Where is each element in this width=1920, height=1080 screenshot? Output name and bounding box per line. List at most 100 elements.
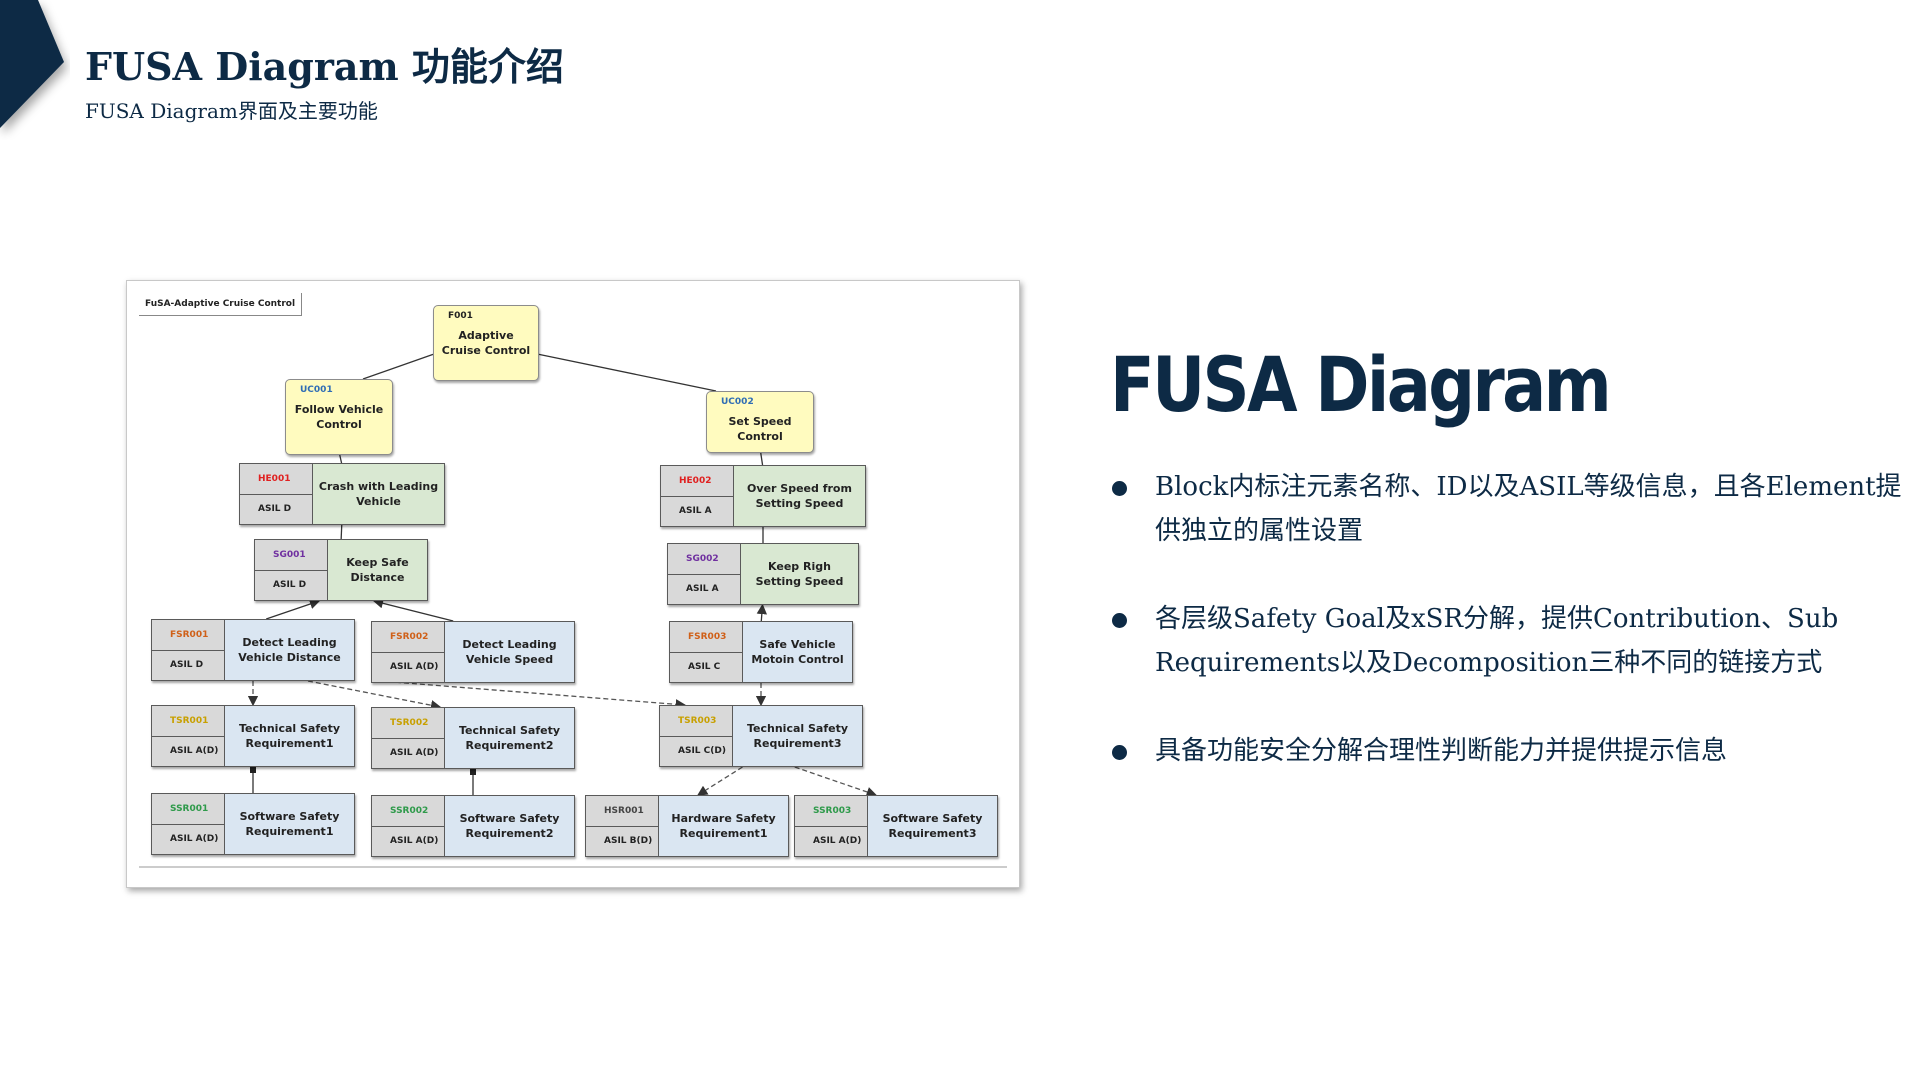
asil-level: ASIL A(D) bbox=[390, 748, 439, 759]
feature-text: 各层级Safety Goal及xSR分解，提供Contribution、Sub … bbox=[1155, 604, 1839, 678]
link-arrow[interactable] bbox=[372, 598, 454, 622]
asil-level: ASIL C(D) bbox=[678, 746, 726, 757]
block-id: HE001 bbox=[240, 464, 312, 495]
block-id: FSR003 bbox=[670, 622, 742, 653]
feature-item: Block内标注元素名称、ID以及ASIL等级信息，且各Element提供独立的… bbox=[1110, 465, 1910, 553]
asil-level: ASIL D bbox=[170, 660, 204, 671]
asil-level: ASIL A(D) bbox=[390, 662, 439, 673]
block-name: Software Safety Requirement1 bbox=[225, 794, 354, 854]
link-solid[interactable] bbox=[538, 353, 717, 392]
link-solid[interactable] bbox=[760, 452, 764, 466]
feature-text: Block内标注元素名称、ID以及ASIL等级信息，且各Element提供独立的… bbox=[1155, 472, 1902, 546]
block-name: Safe Vehicle Motoin Control bbox=[743, 622, 852, 682]
link-solid[interactable] bbox=[340, 524, 343, 540]
block-name: Detect Leading Vehicle Speed bbox=[445, 622, 574, 682]
feature-item: 各层级Safety Goal及xSR分解，提供Contribution、Sub … bbox=[1110, 597, 1910, 685]
link-dashed[interactable] bbox=[307, 680, 442, 711]
feature-item: 具备功能安全分解合理性判断能力并提供提示信息 bbox=[1110, 729, 1910, 773]
block-name: Detect Leading Vehicle Distance bbox=[225, 620, 354, 680]
block-name: Crash with Leading Vehicle bbox=[313, 464, 444, 524]
main-title: FUSA Diagram bbox=[1110, 340, 1612, 429]
link-dashed[interactable] bbox=[794, 766, 877, 797]
asil-level: ASIL D bbox=[273, 580, 307, 591]
block-name: Over Speed from Setting Speed bbox=[734, 466, 865, 526]
block-id: SSR001 bbox=[152, 794, 224, 825]
bullet-dot-icon bbox=[1112, 481, 1127, 496]
block-name: Hardware Safety Requirement1 bbox=[659, 796, 788, 856]
block-id: UC001 bbox=[300, 385, 333, 395]
asil-level: ASIL A(D) bbox=[390, 836, 439, 847]
block-name: Keep Safe Distance bbox=[328, 540, 427, 600]
link-arrow[interactable] bbox=[265, 599, 321, 620]
block-id: F001 bbox=[448, 311, 473, 321]
block-id: TSR001 bbox=[152, 706, 224, 737]
asil-level: ASIL A(D) bbox=[813, 836, 862, 847]
asil-level: ASIL A bbox=[679, 506, 712, 517]
feature-text: 具备功能安全分解合理性判断能力并提供提示信息 bbox=[1155, 736, 1728, 766]
asil-level: ASIL C bbox=[688, 662, 721, 673]
link-arrow[interactable] bbox=[756, 603, 768, 622]
block-id: HSR001 bbox=[586, 796, 658, 827]
block-name: Technical Safety Requirement1 bbox=[225, 706, 354, 766]
asil-level: ASIL D bbox=[258, 504, 292, 515]
block-id: SG002 bbox=[668, 544, 740, 575]
decomposition-marker bbox=[470, 769, 476, 775]
block-name: Keep Righ Setting Speed bbox=[741, 544, 858, 604]
asil-level: ASIL A bbox=[686, 584, 719, 595]
block-id: SSR003 bbox=[795, 796, 867, 827]
page-title: FUSA Diagram 功能介绍 bbox=[85, 44, 564, 89]
block-name: Set Speed Control bbox=[728, 415, 792, 443]
feature-list: Block内标注元素名称、ID以及ASIL等级信息，且各Element提供独立的… bbox=[1110, 465, 1910, 817]
decomposition-marker bbox=[250, 767, 256, 773]
block-id: FSR002 bbox=[372, 622, 444, 653]
asil-level: ASIL A(D) bbox=[170, 834, 219, 845]
corner-decoration bbox=[0, 0, 64, 128]
block-name: Adaptive Cruise Control bbox=[441, 329, 531, 357]
frame-label: FuSA-Adaptive Cruise Control bbox=[139, 293, 303, 316]
link-dashed[interactable] bbox=[697, 766, 743, 796]
block-id: SG001 bbox=[255, 540, 327, 571]
block-id: TSR002 bbox=[372, 708, 444, 739]
bullet-dot-icon bbox=[1112, 745, 1127, 760]
link-solid[interactable] bbox=[339, 454, 343, 464]
block-name: Software Safety Requirement3 bbox=[868, 796, 997, 856]
diagram-links bbox=[139, 353, 1007, 868]
asil-level: ASIL A(D) bbox=[170, 746, 219, 757]
block-name: Software Safety Requirement2 bbox=[445, 796, 574, 856]
link-dashed[interactable] bbox=[379, 680, 687, 710]
page-subtitle: FUSA Diagram界面及主要功能 bbox=[85, 99, 378, 123]
block-name: Follow Vehicle Control bbox=[294, 403, 384, 431]
block-name: Technical Safety Requirement2 bbox=[445, 708, 574, 768]
block-id: UC002 bbox=[721, 397, 754, 407]
link-solid[interactable] bbox=[362, 353, 434, 380]
block-id: FSR001 bbox=[152, 620, 224, 651]
